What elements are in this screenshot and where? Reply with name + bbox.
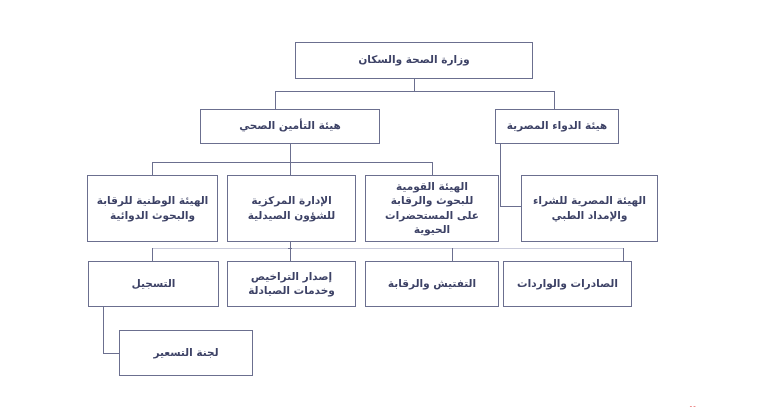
node-exports-imports-label: الصادرات والواردات [517,277,618,290]
node-procurement[interactable]: الهيئة المصرية للشراء والإمداد الطبي [521,175,658,242]
connector-drug-authority-stem [500,143,502,207]
connector-drop-exports-imports [623,248,625,261]
node-ministry-label: وزارة الصحة والسكان [358,54,470,67]
node-exports-imports[interactable]: الصادرات والواردات [503,261,632,307]
node-central-pharma[interactable]: الإدارة المركزية للشؤون الصيدلية [227,175,356,242]
node-health-insurance[interactable]: هيئة التأمين الصحي [200,109,380,144]
node-drug-authority-label: هيئة الدواء المصرية [506,120,608,133]
connector-registration-elbow [103,353,125,355]
connector-health-insurance-stem [290,143,292,163]
connector-drop-national-control [152,162,154,176]
connector-drop-national-biologicals [432,162,434,176]
node-national-control[interactable]: الهيئة الوطنية للرقابة والبحوث الدوائية [87,175,218,242]
node-national-biologicals[interactable]: الهيئة القومية للبحوث والرقابة على المست… [365,175,499,242]
node-registration[interactable]: التسجيل [88,261,219,307]
node-inspection[interactable]: التفتيش والرقابة [365,261,499,307]
connector-row3-bar [152,248,624,250]
bottom-right-artifact: ـ ـ [690,402,696,409]
connector-ministry-stem [414,78,416,92]
connector-registration-stem [103,306,105,354]
node-licensing[interactable]: إصدار التراخيص وخدمات الصيادلة [227,261,356,307]
connector-drop-central-pharma [290,162,292,176]
node-national-control-label: الهيئة الوطنية للرقابة والبحوث الدوائية [96,195,209,222]
node-inspection-label: التفتيش والرقابة [387,277,477,290]
node-licensing-label: إصدار التراخيص وخدمات الصيادلة [248,270,335,297]
node-health-insurance-label: هيئة التأمين الصحي [239,120,341,133]
connector-drop-licensing [290,248,292,261]
connector-drop-health-insurance [275,91,277,109]
node-pricing-committee[interactable]: لجنة التسعير [119,330,253,376]
node-pricing-committee-label: لجنة التسعير [153,346,219,359]
node-registration-label: التسجيل [131,277,176,290]
node-central-pharma-label: الإدارة المركزية للشؤون الصيدلية [247,195,336,222]
connector-drop-drug-authority [554,91,556,109]
node-procurement-label: الهيئة المصرية للشراء والإمداد الطبي [533,195,646,222]
connector-row2-bar [152,162,432,164]
node-drug-authority[interactable]: هيئة الدواء المصرية [495,109,619,144]
node-ministry[interactable]: وزارة الصحة والسكان [295,42,533,79]
connector-ministry-bar [275,91,555,93]
node-national-biologicals-label: الهيئة القومية للبحوث والرقابة على المست… [385,181,479,236]
connector-drop-registration [152,248,154,261]
connector-drop-inspection [452,248,454,261]
connector-drug-authority-elbow [500,206,522,208]
